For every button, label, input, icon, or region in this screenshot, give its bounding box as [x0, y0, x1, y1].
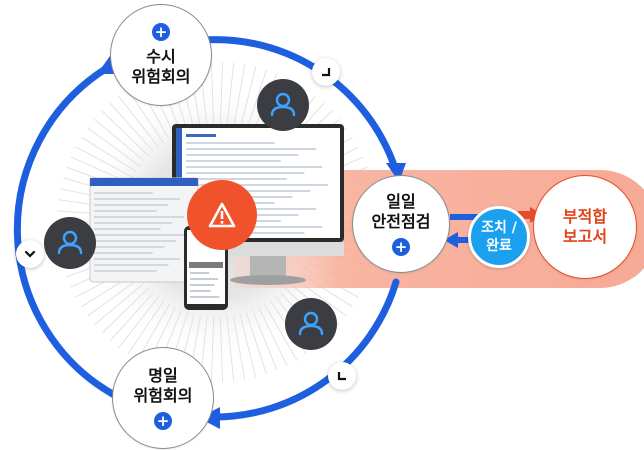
plus-icon: +: [154, 412, 172, 430]
laptop-window: [89, 177, 199, 283]
plus-icon: +: [392, 238, 410, 256]
node-daily-check: 일일 안전점검 +: [352, 175, 450, 273]
corner-icon: [328, 362, 356, 390]
node-label: 일일 안전점검: [371, 192, 431, 231]
node-adhoc-meeting: + 수시 위험회의: [110, 4, 212, 106]
corner-icon: [312, 58, 340, 86]
node-report: 부적합 보고서: [533, 175, 637, 279]
action-line-2: 완료: [486, 238, 512, 254]
person-icon: [257, 79, 309, 131]
action-complete-bubble: 조치 / 완료: [468, 206, 530, 268]
chevron-down-icon: [16, 240, 44, 268]
node-label: 부적합 보고서: [562, 207, 608, 246]
action-line-1: 조치 /: [481, 220, 517, 236]
warning-icon: [187, 180, 257, 250]
node-label: 수시 위험회의: [131, 47, 191, 86]
node-label: 명일 위험회의: [133, 366, 193, 405]
person-icon: [285, 298, 337, 350]
plus-icon: +: [152, 23, 170, 41]
person-icon: [44, 217, 96, 269]
node-named-meeting: 명일 위험회의 +: [112, 347, 214, 449]
arrow-to-daily: [386, 163, 406, 182]
